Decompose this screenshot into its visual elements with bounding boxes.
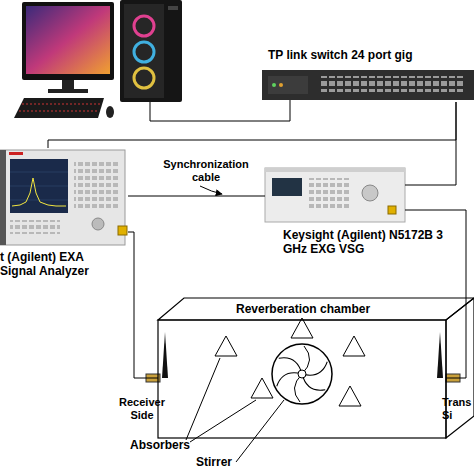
part-label: Receiver Side — [116, 396, 168, 422]
analyzer-softkeys — [10, 220, 60, 234]
absorber — [291, 318, 313, 338]
rf-connector — [118, 226, 127, 235]
analyzer-body — [0, 150, 125, 245]
fan-ring — [134, 42, 154, 62]
switch-panel — [268, 76, 308, 94]
stirrer-blade — [302, 360, 330, 381]
cable-connector — [405, 102, 456, 185]
tower-button — [168, 6, 178, 10]
switch-led — [272, 83, 276, 87]
part-label: Trans Si — [442, 396, 474, 422]
keyboard — [14, 98, 104, 118]
chamber-top — [158, 298, 474, 320]
fan-ring — [134, 16, 154, 36]
leader-line — [190, 400, 256, 442]
network-cable — [150, 100, 290, 121]
cable-connector — [48, 102, 456, 148]
vsg-body — [265, 168, 405, 222]
cable-connector — [128, 196, 265, 197]
vsg-top — [265, 168, 405, 172]
brand-mark — [9, 152, 23, 155]
switch-body — [262, 70, 474, 100]
mouse — [106, 106, 114, 118]
antenna-connector — [446, 374, 460, 382]
part-label: Stirrer — [196, 455, 256, 469]
analyzer-knob — [92, 218, 104, 230]
absorber — [215, 336, 237, 356]
analyzer-screen — [10, 159, 68, 213]
monitor-screen — [26, 6, 110, 74]
stirrer-blades — [274, 346, 330, 402]
vsg-keypad — [308, 178, 350, 208]
device-box: TP link switch 24 port gig — [262, 48, 474, 102]
cable-connector — [128, 232, 158, 378]
rf-connector — [388, 206, 396, 214]
node-label: Keysight (Agilent) N5172B 3 GHz EXG VSG — [283, 228, 458, 257]
monitor-frame — [22, 2, 114, 80]
screen-grid — [10, 186, 68, 187]
stirrer-hub — [298, 370, 306, 378]
antenna — [437, 332, 443, 378]
leader-line — [236, 400, 284, 462]
device-box: t (Agilent) EXA Signal Analyzer — [0, 148, 128, 284]
monitor-base — [48, 89, 88, 93]
analyzer-handle — [0, 150, 6, 245]
network-switch — [262, 70, 474, 100]
analyzer-keypad — [74, 160, 120, 210]
chamber-box: Reverberation chamber — [158, 296, 446, 438]
edge-label: Synchronization cable — [156, 158, 256, 184]
spectrum-trace — [12, 178, 66, 206]
chamber-interior — [146, 318, 460, 406]
leader-line — [186, 358, 220, 440]
absorber — [339, 386, 361, 406]
node-label: Reverberation chamber — [236, 302, 386, 316]
node-label: t (Agilent) EXA Signal Analyzer — [0, 250, 110, 279]
keyboard-light — [19, 111, 98, 112]
switch-led — [279, 83, 283, 87]
device-box: Keysight (Agilent) N5172B 3 GHz EXG VSG — [265, 166, 405, 258]
keyboard-light — [22, 104, 100, 105]
screen-grid — [10, 172, 68, 173]
fan-ring — [134, 68, 154, 88]
absorber — [251, 378, 273, 398]
absorber — [343, 336, 365, 356]
switch-ports — [320, 76, 464, 92]
tower-glass — [124, 4, 164, 98]
vsg-display — [272, 178, 302, 196]
vsg-knob — [362, 185, 378, 201]
antenna — [162, 332, 168, 378]
chamber-front — [158, 320, 446, 438]
signal-generator — [265, 168, 405, 222]
stirrer — [272, 344, 332, 404]
part-label: Absorbers — [130, 438, 200, 452]
chamber-outline — [158, 296, 474, 438]
computer — [14, 0, 182, 118]
node-label: TP link switch 24 port gig — [268, 48, 468, 62]
signal-analyzer — [0, 150, 127, 245]
stirrer-blade — [274, 367, 302, 388]
leader-arrow — [200, 186, 222, 194]
pc-tower — [120, 0, 182, 102]
monitor-stand — [62, 80, 74, 90]
